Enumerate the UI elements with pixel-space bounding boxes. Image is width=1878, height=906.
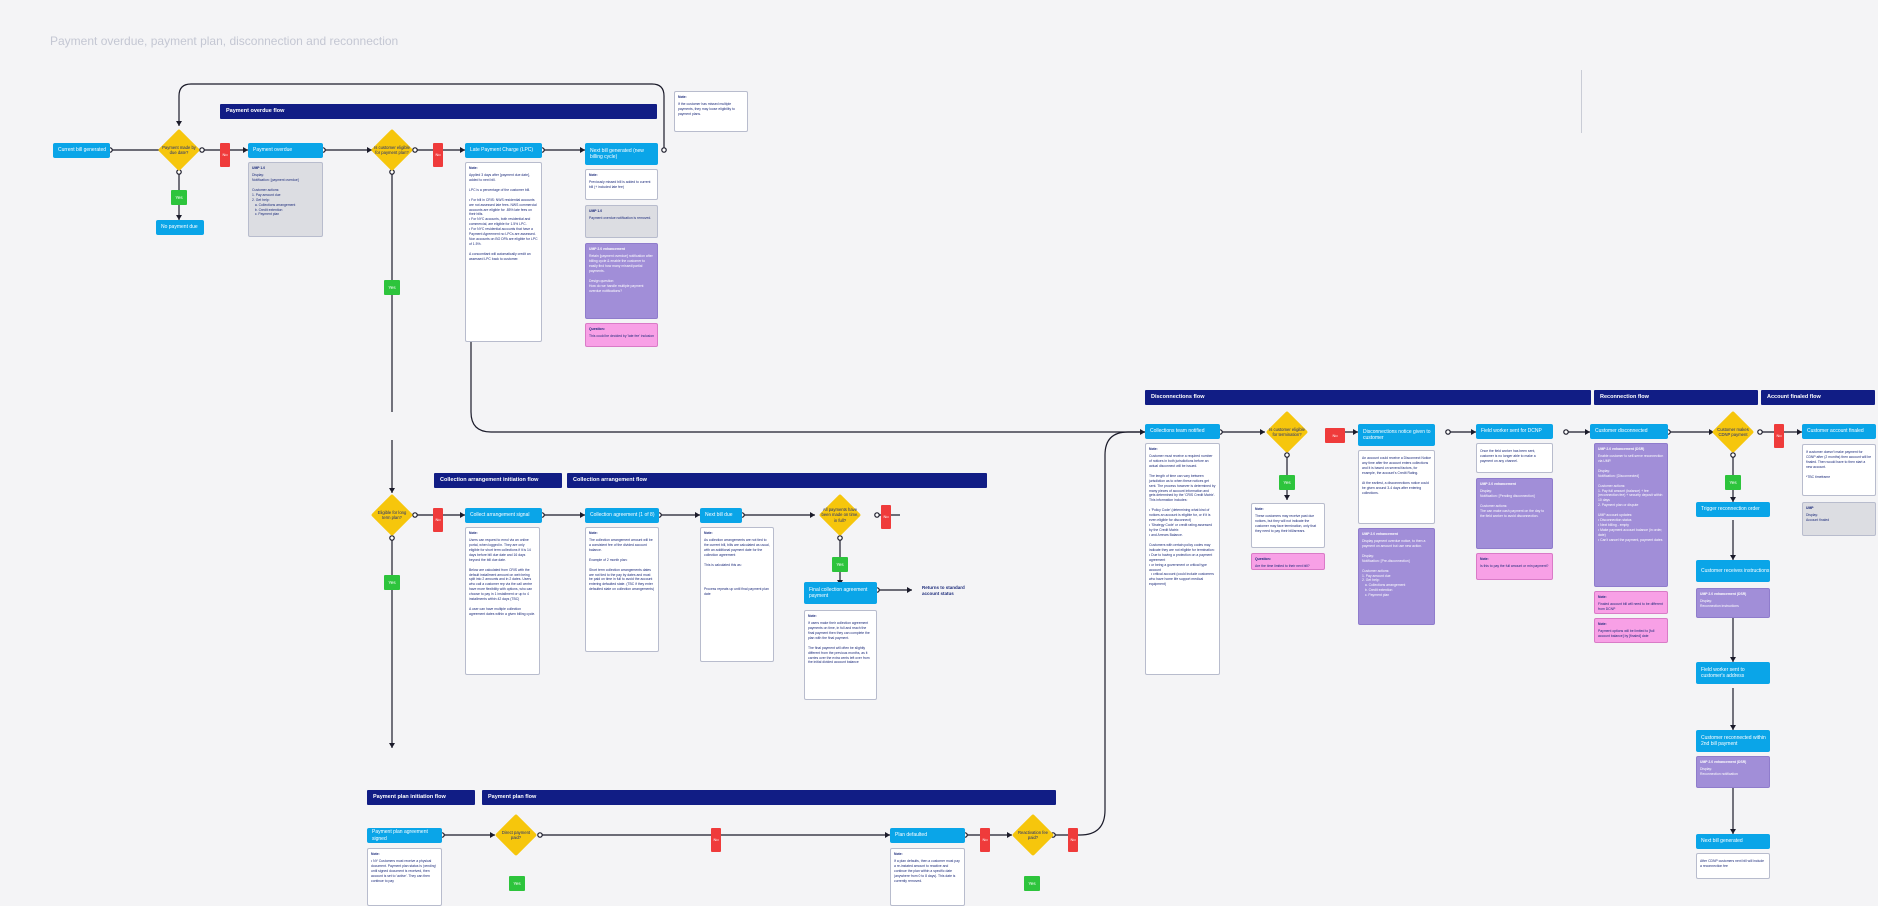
note-payment-plan: Note:• NY Customers must receive a physi…: [367, 848, 442, 906]
banner-collection-initiation-flow: Collection arrangement initiation flow: [434, 473, 562, 488]
process-field-worker-dcnp[interactable]: Field worker sent for DCNP: [1476, 424, 1553, 439]
process-customer-disconnected[interactable]: Customer disconnected: [1590, 424, 1668, 439]
decision-customer-makes-payment[interactable]: Customer makes CDNP payment: [1710, 409, 1756, 455]
note-disconnected: Note:Finaled account bill will need to b…: [1594, 591, 1668, 614]
process-customer-reconnected[interactable]: Customer reconnected within 2nd bill pay…: [1696, 730, 1770, 752]
process-field-worker-address[interactable]: Field worker sent to customer's address: [1696, 662, 1770, 684]
process-plan-defaulted[interactable]: Plan defaulted: [890, 828, 965, 843]
note-ump-instructions: UMP 2.0 enhancement (DSR)Display: Reconn…: [1696, 588, 1770, 618]
note-termination-question: Question:Are the time limited to their n…: [1251, 553, 1325, 570]
banner-reconnection-flow: Reconnection flow: [1594, 390, 1758, 405]
process-collections-team-notified[interactable]: Collections team notified: [1145, 424, 1220, 439]
process-customer-receives-instructions[interactable]: Customer receives instructions: [1696, 560, 1770, 582]
decision-eligible-payment-plan[interactable]: Is customer eligible for payment plan?: [369, 127, 415, 173]
note-plan-defaulted: Note:If a plan defaults, then a customer…: [890, 848, 965, 906]
note-lpc: Note:Applied 3 days after [payment due d…: [465, 162, 542, 342]
process-no-payment-due[interactable]: No payment due: [156, 220, 204, 235]
yes-tag: Yes: [384, 280, 400, 295]
returns-standard-status: Returns to standard account status: [922, 585, 965, 596]
no-tag: No: [980, 828, 990, 852]
note-collection-agreement: Note:The collection arrangement amount w…: [585, 527, 659, 652]
process-disconnection-notice[interactable]: Disconnections notice given to customer: [1358, 424, 1435, 446]
no-tag: No: [433, 143, 443, 167]
note-termination: Note:These customers may receive past du…: [1251, 503, 1325, 548]
decision-direct-payment-paid[interactable]: Direct payment paid?: [493, 812, 539, 858]
note-field-worker-question: Note:Is this to pay the full amount or m…: [1476, 553, 1553, 580]
note-collect-arrangement: Note:Users can request to enrol via an o…: [465, 527, 540, 675]
no-tag: No: [1774, 424, 1784, 448]
process-trigger-reconnection[interactable]: Trigger reconnection order: [1696, 502, 1770, 517]
no-tag: No: [1068, 828, 1078, 852]
decision-eligible-long-term-plan[interactable]: Eligible for long term plan?: [369, 492, 415, 538]
process-payment-overdue[interactable]: Payment overdue: [248, 143, 323, 158]
banner-collection-flow: Collection arrangement flow: [567, 473, 987, 488]
note-finaled-payment: Note:Payment options will be limited to …: [1594, 618, 1668, 643]
process-next-bill-generated-2[interactable]: Next bill generated: [1696, 834, 1770, 849]
yes-tag: Yes: [832, 557, 848, 572]
yes-tag: Yes: [509, 876, 525, 891]
decision-all-payments-on-time[interactable]: All payments have been made on time, in …: [817, 492, 863, 538]
note-collections-team: Note:Customer must receive a required nu…: [1145, 443, 1220, 675]
note-ump-reconnected: UMP 2.0 enhancement (DSR)Display: Reconn…: [1696, 756, 1770, 788]
process-payment-plan-signed[interactable]: Payment plan agreement signed: [367, 828, 442, 843]
banner-payment-plan-initiation-flow: Payment plan initiation flow: [367, 790, 475, 805]
no-tag: No: [433, 508, 443, 532]
note-after-reconnection: After CDNP customers next bill will incl…: [1696, 853, 1770, 879]
no-tag: No: [881, 505, 891, 529]
process-final-collection-payment[interactable]: Final collection agreement payment: [804, 582, 877, 604]
note-disconnection: An account could receive a Disconnect No…: [1358, 450, 1435, 524]
note-account-finaled: If customer doesn't make payment for CDN…: [1802, 444, 1876, 496]
banner-payment-plan-flow: Payment plan flow: [482, 790, 1056, 805]
yes-tag: Yes: [1279, 475, 1295, 490]
note-next-bill: Note:Previously missed bill is added to …: [585, 169, 658, 200]
yes-tag: Yes: [384, 575, 400, 590]
decision-eligible-termination[interactable]: Is customer eligible for termination?: [1264, 409, 1310, 455]
yes-tag: Yes: [1024, 876, 1040, 891]
note-question-lpc: Question:This could be decided by 'late …: [585, 323, 658, 347]
process-customer-account-finaled[interactable]: Customer account finaled: [1802, 424, 1876, 439]
divider: [1581, 70, 1582, 133]
banner-disconnections-flow: Disconnections flow: [1145, 390, 1591, 405]
decision-payment-made-by-due-date[interactable]: Payment made by due date?: [156, 127, 202, 173]
no-tag: No: [220, 143, 230, 167]
process-next-bill-generated[interactable]: Next bill generated (new billing cycle): [585, 143, 658, 165]
note-ump-disconnected: UMP 2.0 enhancement (DSR)Enable customer…: [1594, 443, 1668, 587]
page-title: Payment overdue, payment plan, disconnec…: [50, 34, 399, 48]
no-tag: No: [711, 828, 721, 852]
process-current-bill-generated[interactable]: Current bill generated: [53, 143, 110, 158]
note-field-worker: Once the field worker has been sent, cus…: [1476, 443, 1553, 473]
note-top: Note:If the customer has missed multiple…: [674, 91, 748, 132]
decision-reactivation-fee-paid[interactable]: Reactivation fee paid?: [1010, 812, 1056, 858]
banner-account-finaled-flow: Account finaled flow: [1761, 390, 1875, 405]
process-next-bill-due[interactable]: Next bill due: [700, 508, 742, 523]
note-next-bill-due: Note:As collection arrangements are not …: [700, 527, 774, 662]
process-collect-arrangement-signal[interactable]: Collect arrangement signal: [465, 508, 542, 523]
note-final-collection: Note:If users make their collection agre…: [804, 610, 877, 700]
yes-tag: Yes: [171, 190, 187, 205]
process-late-payment-charge[interactable]: Late Payment Charge (LPC): [465, 143, 542, 158]
yes-tag: Yes: [1725, 475, 1741, 490]
process-collection-agreement[interactable]: Collection agreement (1 of 8): [585, 508, 659, 523]
no-tag: No: [1325, 428, 1345, 443]
banner-payment-overdue-flow: Payment overdue flow: [220, 104, 657, 119]
